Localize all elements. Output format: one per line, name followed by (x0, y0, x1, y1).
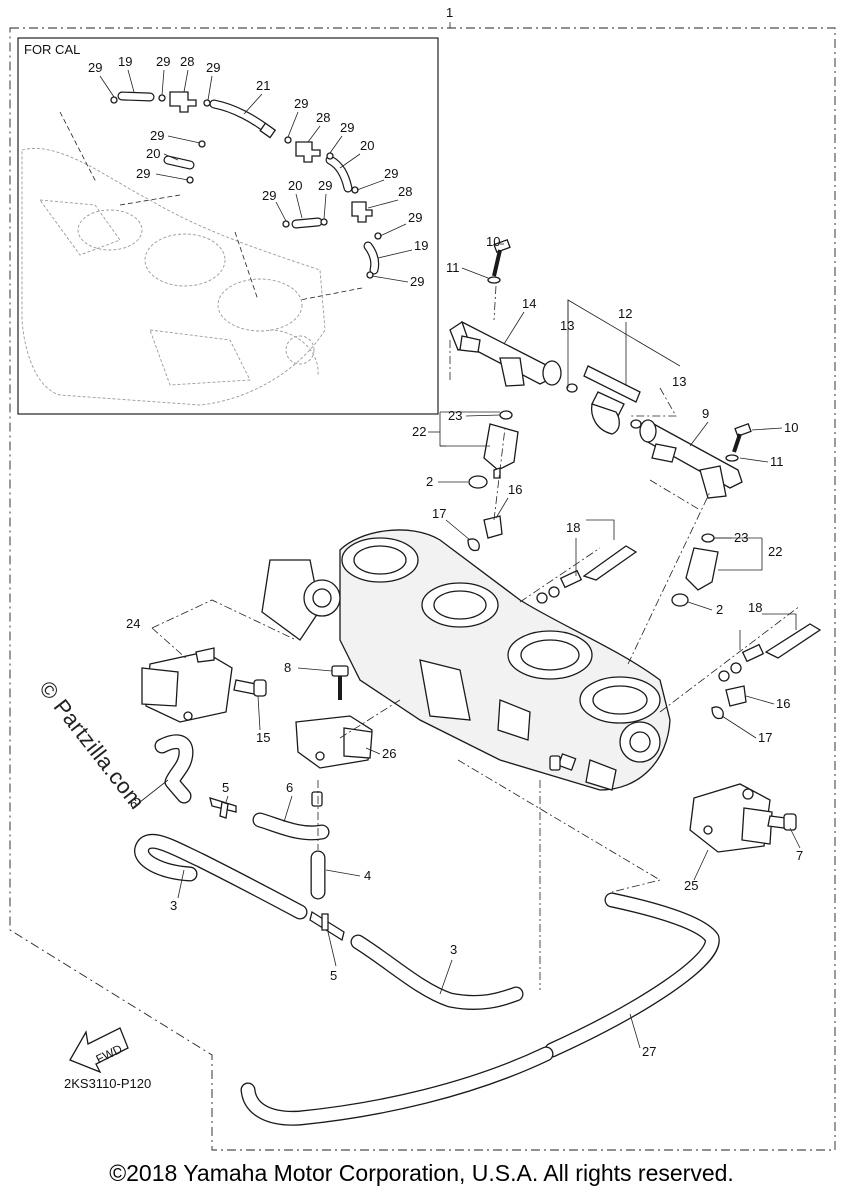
svg-text:20: 20 (146, 146, 160, 161)
svg-text:29: 29 (384, 166, 398, 181)
svg-text:29: 29 (408, 210, 422, 225)
injector-22a (468, 410, 519, 489)
svg-text:7: 7 (796, 848, 803, 863)
inset-for-cal: FOR CAL (17, 37, 439, 415)
svg-text:9: 9 (702, 406, 709, 421)
svg-text:2: 2 (716, 602, 723, 617)
forward-arrow-icon: FWD (69, 1027, 129, 1074)
svg-text:2: 2 (426, 474, 433, 489)
svg-text:20: 20 (360, 138, 374, 153)
svg-text:11: 11 (446, 260, 460, 275)
svg-text:28: 28 (398, 184, 412, 199)
svg-text:6: 6 (286, 780, 293, 795)
inset-callouts: 29 19 29 28 29 21 29 28 29 29 20 20 29 2… (88, 54, 428, 289)
bolt-8 (331, 665, 349, 700)
svg-text:13: 13 (672, 374, 686, 389)
svg-text:6: 6 (130, 796, 137, 811)
svg-text:24: 24 (126, 616, 140, 631)
svg-text:10: 10 (486, 234, 500, 249)
svg-text:10: 10 (784, 420, 798, 435)
svg-text:19: 19 (118, 54, 132, 69)
copyright-notice: ©2018 Yamaha Motor Corporation, U.S.A. A… (109, 1160, 734, 1186)
throttle-position-sensor-24 (141, 647, 233, 723)
svg-text:28: 28 (316, 110, 330, 125)
throttle-body (261, 529, 671, 791)
parts-16-17-18-lower (711, 623, 822, 720)
svg-text:18: 18 (566, 520, 580, 535)
svg-text:12: 12 (618, 306, 632, 321)
svg-text:29: 29 (136, 166, 150, 181)
svg-text:17: 17 (432, 506, 446, 521)
svg-text:16: 16 (508, 482, 522, 497)
svg-text:29: 29 (206, 60, 220, 75)
svg-text:29: 29 (156, 54, 170, 69)
svg-text:13: 13 (560, 318, 574, 333)
svg-text:29: 29 (340, 120, 354, 135)
fuel-rail-9 (639, 419, 743, 499)
screw-15 (233, 679, 267, 697)
svg-text:29: 29 (294, 96, 308, 111)
svg-text:21: 21 (256, 78, 270, 93)
bolt-10a (487, 239, 511, 284)
fuel-rail-14 (449, 320, 562, 387)
svg-text:5: 5 (222, 780, 229, 795)
group-brackets (439, 299, 797, 650)
svg-text:18: 18 (748, 600, 762, 615)
svg-text:29: 29 (262, 188, 276, 203)
assembly-boundary (9, 27, 836, 1151)
svg-text:8: 8 (284, 660, 291, 675)
bolt-10b (725, 423, 752, 462)
svg-text:29: 29 (88, 60, 102, 75)
svg-text:16: 16 (776, 696, 790, 711)
svg-text:25: 25 (684, 878, 698, 893)
svg-text:5: 5 (330, 968, 337, 983)
svg-text:22: 22 (412, 424, 426, 439)
inset-title: FOR CAL (24, 42, 80, 57)
svg-text:4: 4 (364, 868, 371, 883)
svg-text:15: 15 (256, 730, 270, 745)
svg-text:3: 3 (450, 942, 457, 957)
svg-text:22: 22 (768, 544, 782, 559)
injector-22b (671, 533, 719, 607)
assembly-leaders (151, 285, 801, 990)
svg-text:27: 27 (642, 1044, 656, 1059)
svg-text:29: 29 (410, 274, 424, 289)
svg-text:23: 23 (734, 530, 748, 545)
svg-text:14: 14 (522, 296, 536, 311)
pressure-sensor-26 (295, 715, 373, 769)
svg-text:19: 19 (414, 238, 428, 253)
inset-ghost-throttle-body (21, 148, 326, 406)
screw-7 (767, 813, 797, 831)
svg-text:11: 11 (770, 454, 784, 469)
svg-text:23: 23 (448, 408, 462, 423)
main-callouts: 10 11 14 12 13 13 23 22 2 9 10 11 16 17 … (126, 234, 803, 1059)
pipe-joint-12 (566, 365, 642, 435)
svg-text:28: 28 (180, 54, 194, 69)
callout-1: 1 (446, 5, 453, 20)
svg-text:17: 17 (758, 730, 772, 745)
vacuum-hoses (134, 734, 720, 1126)
svg-text:20: 20 (288, 178, 302, 193)
svg-text:26: 26 (382, 746, 396, 761)
svg-text:3: 3 (170, 898, 177, 913)
sensor-25 (689, 783, 773, 853)
svg-text:29: 29 (318, 178, 332, 193)
svg-text:29: 29 (150, 128, 164, 143)
diagram-code: 2KS3110-P120 (64, 1076, 151, 1091)
